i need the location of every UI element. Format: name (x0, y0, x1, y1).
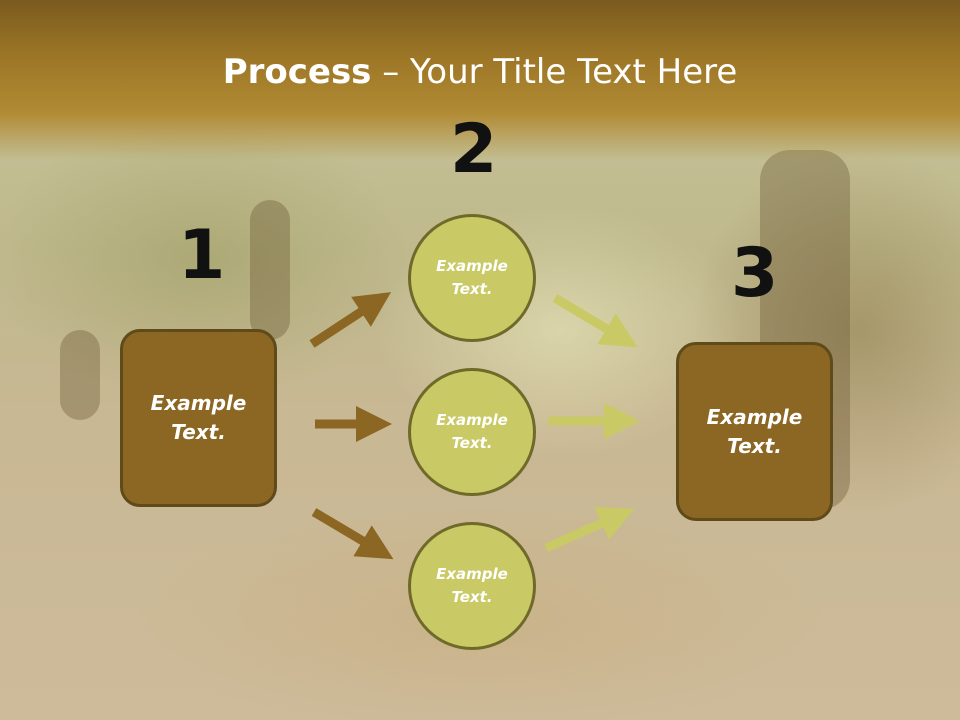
tree-trunk (250, 200, 290, 340)
arrow-left-to-top (309, 292, 392, 348)
step-number-2: 2 (450, 110, 498, 189)
step-number-3: 3 (731, 234, 779, 313)
title-bold: Process (222, 52, 372, 92)
arrow-left-to-bottom (311, 508, 394, 560)
process-circle-bottom: Example Text. (408, 522, 536, 650)
process-box-left-text: Example Text. (150, 391, 247, 444)
arrow-bottom-to-right (544, 506, 635, 553)
process-box-right: Example Text. (676, 342, 833, 521)
title-rest: – Your Title Text Here (371, 52, 738, 92)
slide-title: Process – Your Title Text Here (0, 52, 960, 92)
arrow-top-to-right (552, 294, 638, 348)
process-circle-top: Example Text. (408, 214, 536, 342)
process-circle-middle: Example Text. (408, 368, 536, 496)
process-box-left: Example Text. (120, 329, 277, 507)
step-number-1: 1 (178, 216, 226, 295)
title-bar (0, 0, 960, 160)
process-circle-middle-text: Example Text. (436, 411, 508, 452)
process-box-right-text: Example Text. (706, 404, 803, 458)
tree-trunk (60, 330, 100, 420)
process-circle-bottom-text: Example Text. (436, 565, 508, 606)
process-circle-top-text: Example Text. (436, 257, 508, 298)
